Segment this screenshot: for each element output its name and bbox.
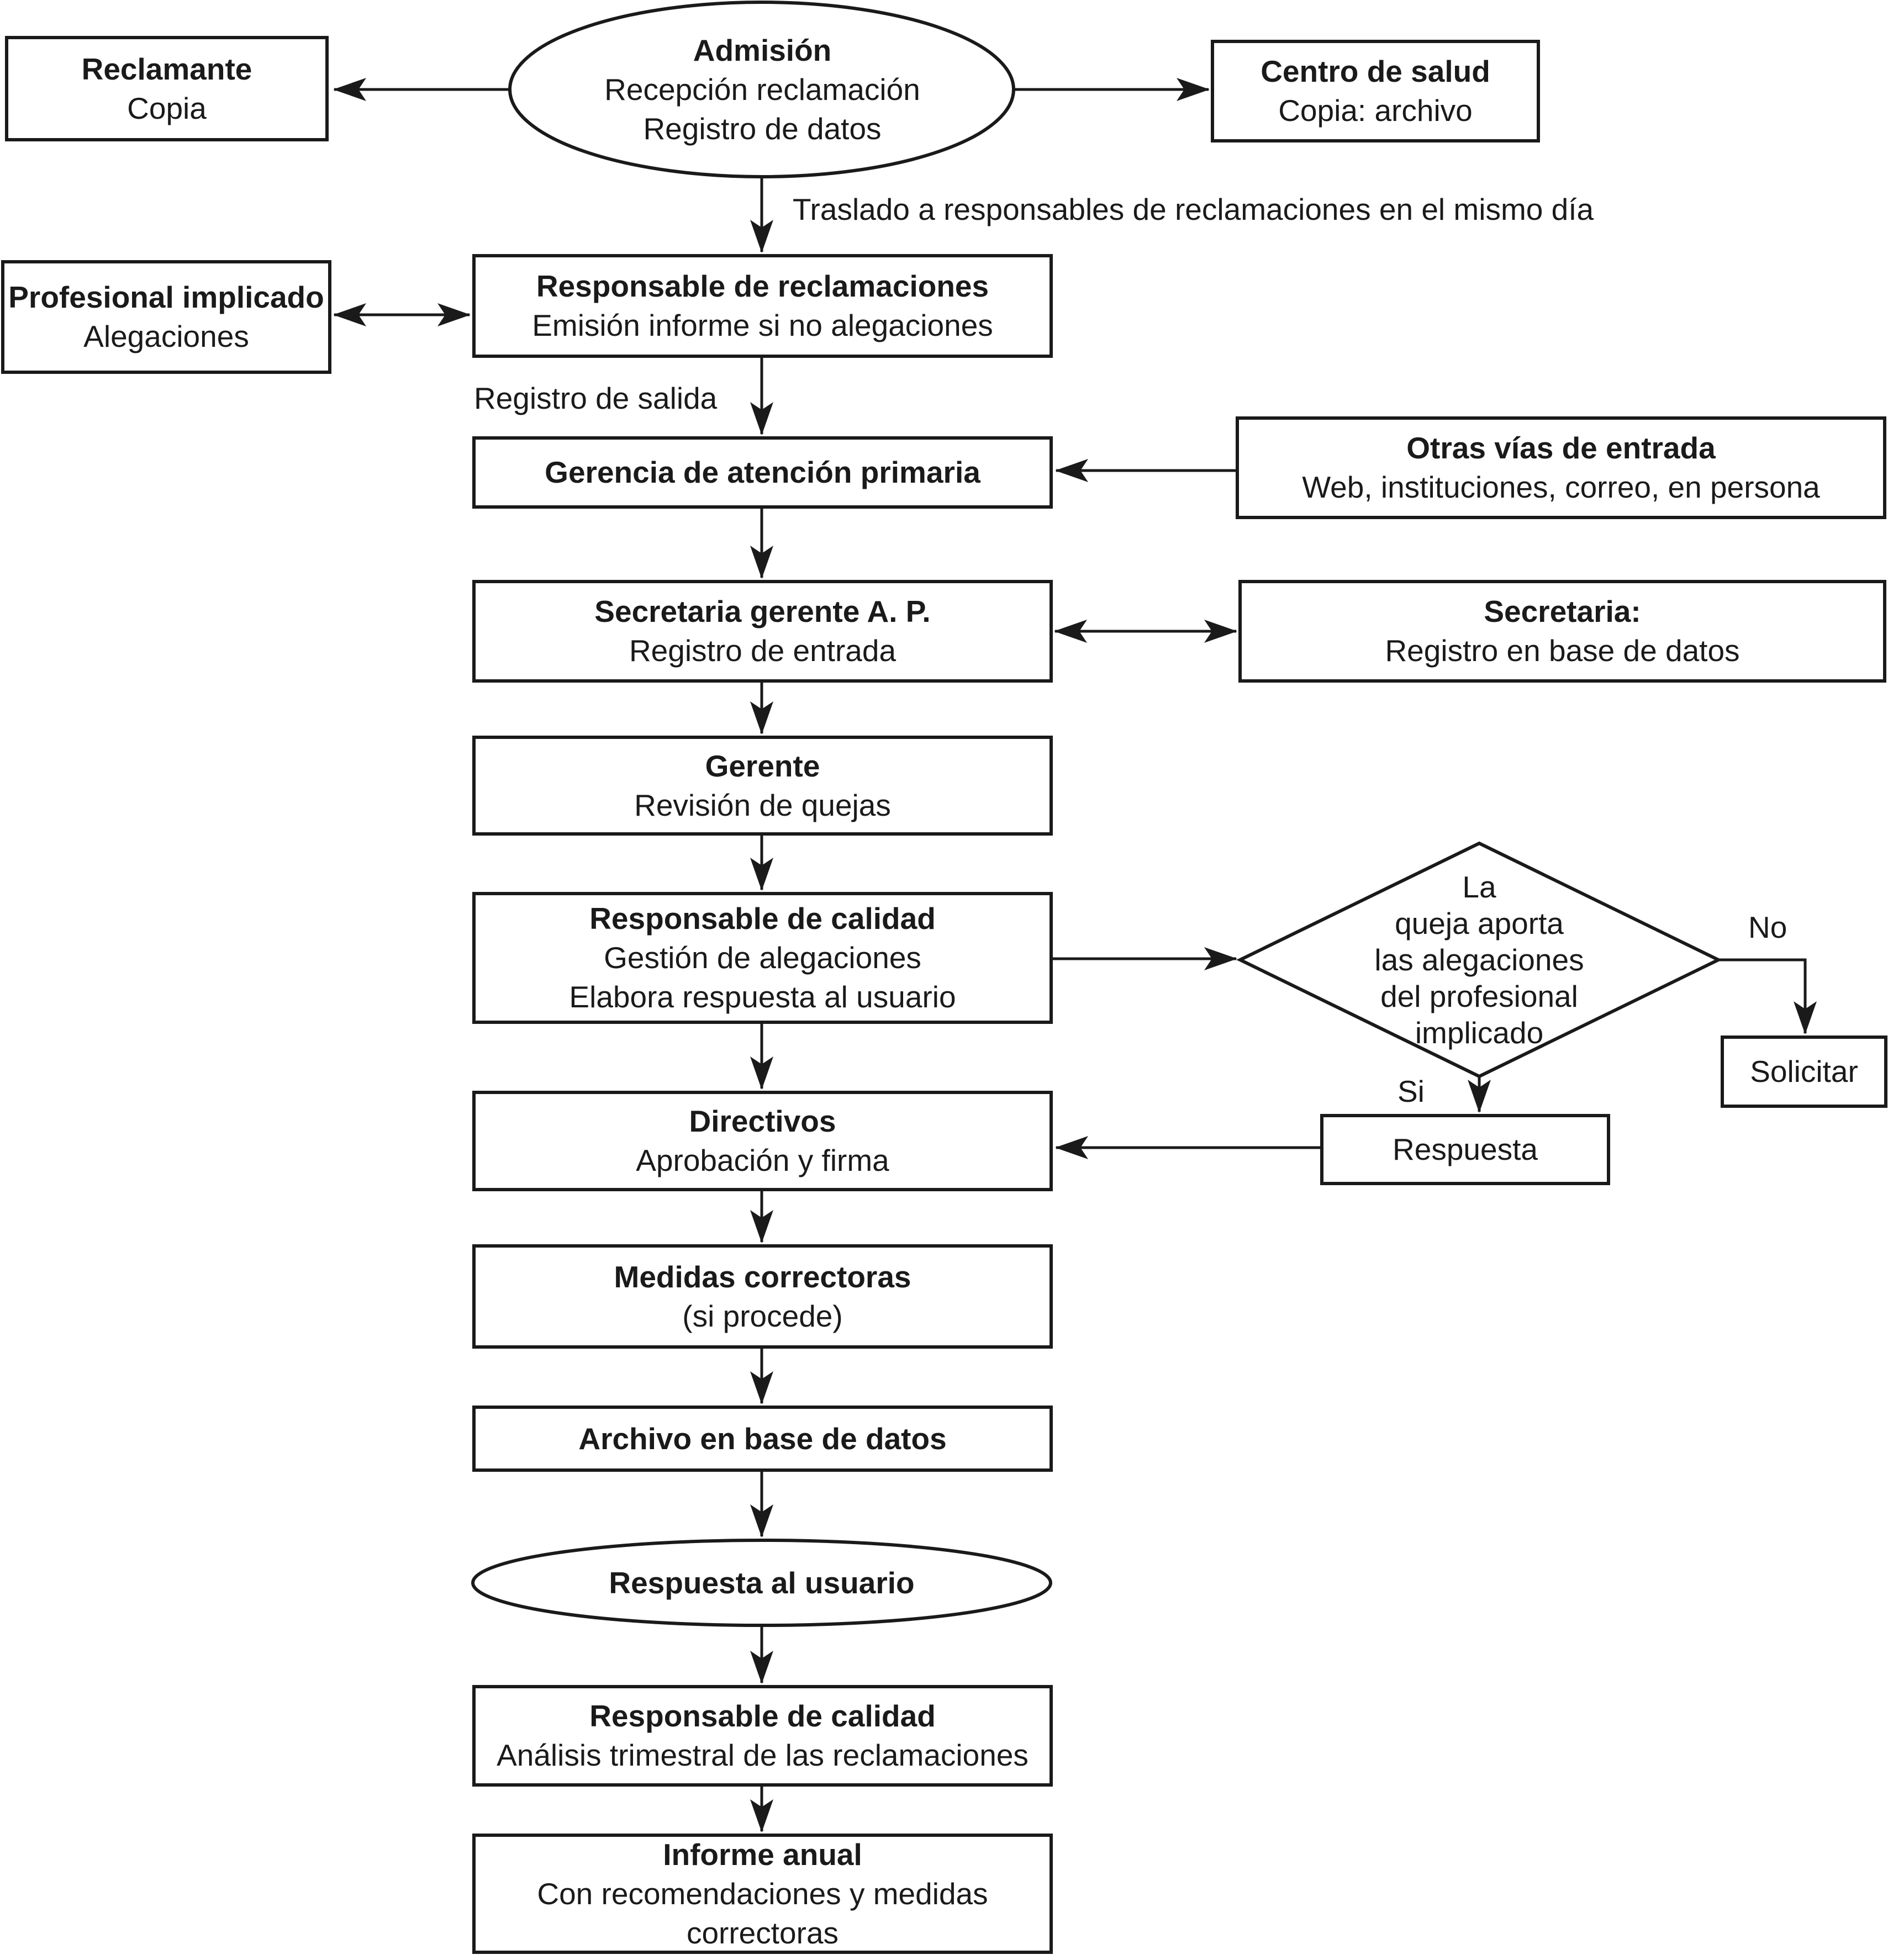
node-decision: La queja aporta las alegaciones del prof… xyxy=(1240,843,1718,1076)
node-medidas: Medidas correctoras (si procede) xyxy=(474,1246,1051,1347)
archivo-box xyxy=(472,1406,1053,1472)
node-solicitar: Solicitar xyxy=(1722,1037,1886,1106)
responsable-calidad-2-box xyxy=(472,1685,1053,1787)
label-registro-salida: Registro de salida xyxy=(474,381,718,415)
node-title: Profesional implicado xyxy=(8,280,324,314)
node-line: Recepción reclamación xyxy=(604,72,920,107)
label-si: Si xyxy=(1397,1074,1425,1108)
secretaria-gerente-box xyxy=(472,580,1053,683)
medidas-box xyxy=(472,1244,1053,1349)
responsable-calidad-box xyxy=(472,892,1053,1024)
node-title: Responsable de reclamaciones xyxy=(536,269,989,303)
node-line: Gestión de alegaciones xyxy=(604,941,921,975)
profesional-implicado-box xyxy=(1,260,331,374)
node-line: las alegaciones xyxy=(1374,943,1584,977)
node-line: correctoras xyxy=(686,1915,839,1950)
node-title: Archivo en base de datos xyxy=(578,1421,947,1456)
node-title: Solicitar xyxy=(1750,1054,1858,1089)
node-responsable-calidad-2: Responsable de calidad Análisis trimestr… xyxy=(474,1687,1051,1785)
node-responsable-calidad: Responsable de calidad Gestión de alegac… xyxy=(474,894,1051,1022)
node-line: La xyxy=(1462,870,1496,904)
node-title: Centro de salud xyxy=(1261,54,1490,88)
node-title: Informe anual xyxy=(663,1837,862,1872)
node-respuesta: Respuesta xyxy=(1322,1116,1609,1184)
node-title: Reclamante xyxy=(81,51,252,86)
node-respuesta-usuario: Respuesta al usuario xyxy=(473,1540,1051,1625)
node-title: Respuesta xyxy=(1393,1132,1538,1166)
node-admision: Admisión Recepción reclamación Registro … xyxy=(516,17,1008,163)
centro-salud-box xyxy=(1211,40,1540,142)
node-title: Secretaria gerente A. P. xyxy=(594,594,931,628)
node-line: Análisis trimestral de las reclamaciones xyxy=(497,1738,1029,1772)
node-gerencia: Gerencia de atención primaria xyxy=(474,438,1051,507)
node-line: Alegaciones xyxy=(83,319,249,353)
node-line: Registro de datos xyxy=(643,112,882,146)
node-line: Copia: archivo xyxy=(1278,93,1473,128)
node-title: Directivos xyxy=(689,1104,836,1138)
node-title: Responsable de calidad xyxy=(589,1699,936,1733)
node-line: Elabora respuesta al usuario xyxy=(569,980,956,1014)
node-archivo: Archivo en base de datos xyxy=(474,1407,1051,1470)
node-reclamante: Reclamante Copia xyxy=(7,38,327,140)
node-title: Gerencia de atención primaria xyxy=(545,455,980,489)
node-line: Aprobación y firma xyxy=(636,1143,889,1177)
solicitar-box xyxy=(1721,1036,1887,1108)
node-title: Otras vías de entrada xyxy=(1406,431,1716,465)
node-line: Registro de entrada xyxy=(629,633,896,668)
node-gerente: Gerente Revisión de quejas xyxy=(474,737,1051,834)
node-title: Respuesta al usuario xyxy=(609,1565,915,1600)
node-line: Con recomendaciones y medidas xyxy=(537,1876,988,1911)
node-title: Medidas correctoras xyxy=(614,1259,911,1294)
label-traslado: Traslado a responsables de reclamaciones… xyxy=(793,192,1594,226)
gerente-box xyxy=(472,736,1053,836)
node-title: Responsable de calidad xyxy=(589,901,936,936)
node-line: del profesional xyxy=(1380,979,1578,1013)
directivos-box xyxy=(472,1091,1053,1191)
otras-vias-box xyxy=(1236,416,1886,519)
node-directivos: Directivos Aprobación y firma xyxy=(474,1092,1051,1190)
node-title: Admisión xyxy=(693,33,832,67)
arrow-decision-no-to-solicitar xyxy=(1718,958,1817,1034)
reclamante-box xyxy=(5,36,329,141)
node-centro-salud: Centro de salud Copia: archivo xyxy=(1212,41,1538,141)
node-title: Gerente xyxy=(705,748,820,783)
node-line: Copia xyxy=(127,91,207,125)
informe-anual-box xyxy=(472,1834,1053,1954)
node-line: Revisión de quejas xyxy=(634,788,891,822)
respuesta-box xyxy=(1320,1114,1610,1185)
responsable-reclamaciones-box xyxy=(472,254,1053,358)
node-line: Registro en base de datos xyxy=(1385,633,1740,668)
node-line: Emisión informe si no alegaciones xyxy=(532,308,993,342)
secretaria-bd-box xyxy=(1238,580,1886,683)
node-title: Secretaria: xyxy=(1484,594,1641,628)
node-profesional-implicado: Profesional implicado Alegaciones xyxy=(3,262,330,372)
label-no: No xyxy=(1748,910,1787,944)
node-line: (si procede) xyxy=(682,1298,843,1333)
node-secretaria-bd: Secretaria: Registro en base de datos xyxy=(1240,582,1885,681)
node-informe-anual: Informe anual Con recomendaciones y medi… xyxy=(474,1835,1051,1952)
node-otras-vias: Otras vías de entrada Web, instituciones… xyxy=(1237,418,1885,517)
node-line: queja aporta xyxy=(1395,906,1564,941)
node-line: implicado xyxy=(1415,1016,1544,1050)
node-responsable-reclamaciones: Responsable de reclamaciones Emisión inf… xyxy=(474,256,1051,356)
node-line: Web, instituciones, correo, en persona xyxy=(1302,470,1820,504)
node-secretaria-gerente: Secretaria gerente A. P. Registro de ent… xyxy=(474,582,1051,681)
